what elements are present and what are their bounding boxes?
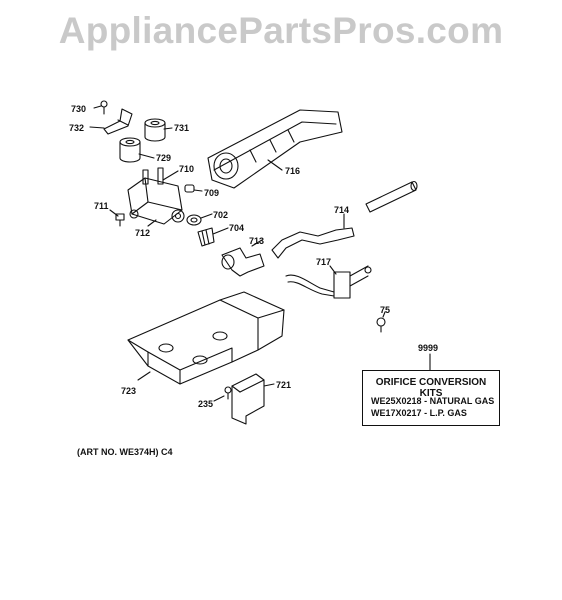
kit-row-natural-gas: WE25X0218 - NATURAL GAS: [371, 396, 494, 406]
part-709-fitting: [184, 184, 195, 193]
label-704: 704: [229, 223, 244, 233]
kit-dash: -: [424, 396, 428, 406]
part-711-screw: [115, 213, 125, 227]
label-732: 732: [69, 123, 84, 133]
label-721: 721: [276, 380, 291, 390]
label-723: 723: [121, 386, 136, 396]
label-709: 709: [204, 188, 219, 198]
kit-description: NATURAL GAS: [429, 396, 495, 406]
part-713-elbow: [221, 247, 265, 277]
label-235: 235: [198, 399, 213, 409]
orifice-kits-box: ORIFICE CONVERSION KITS WE25X0218 - NATU…: [362, 370, 500, 426]
part-704-orifice: [197, 227, 215, 247]
part-730-screw: [100, 100, 108, 115]
kit-dash: -: [424, 408, 428, 418]
label-731: 731: [174, 123, 189, 133]
part-717-igniter: [285, 265, 372, 299]
label-9999: 9999: [418, 343, 438, 353]
label-712: 712: [135, 228, 150, 238]
art-number: (ART NO. WE374H) C4: [77, 447, 173, 457]
label-717: 717: [316, 257, 331, 267]
kit-row-lp-gas: WE17X0217 - L.P. GAS: [371, 408, 467, 418]
part-714-pipe: [365, 180, 418, 213]
part-723-base-bracket: [127, 291, 285, 385]
part-729-coil: [119, 137, 141, 163]
label-714: 714: [334, 205, 349, 215]
part-235-screw: [224, 386, 232, 400]
kit-part-number: WE17X0217: [371, 408, 422, 418]
label-711: 711: [94, 201, 109, 211]
part-731-coil: [144, 118, 166, 142]
label-729: 729: [156, 153, 171, 163]
watermark-logo: AppliancePartsPros.com: [58, 10, 504, 51]
label-75: 75: [380, 305, 390, 315]
part-702-fitting: [186, 214, 202, 226]
part-75-screw: [376, 317, 386, 333]
part-721-bracket: [231, 373, 265, 425]
part-714-tube: [271, 227, 355, 259]
label-710: 710: [179, 164, 194, 174]
label-713: 713: [249, 236, 264, 246]
label-716: 716: [285, 166, 300, 176]
kits-title: ORIFICE CONVERSION KITS: [375, 377, 487, 399]
part-732-bracket: [103, 108, 133, 135]
kit-part-number: WE25X0218: [371, 396, 422, 406]
part-710-gas-valve: [127, 167, 185, 225]
label-730: 730: [71, 104, 86, 114]
label-702: 702: [213, 210, 228, 220]
part-716-burner: [207, 109, 343, 189]
kit-description: L.P. GAS: [429, 408, 467, 418]
